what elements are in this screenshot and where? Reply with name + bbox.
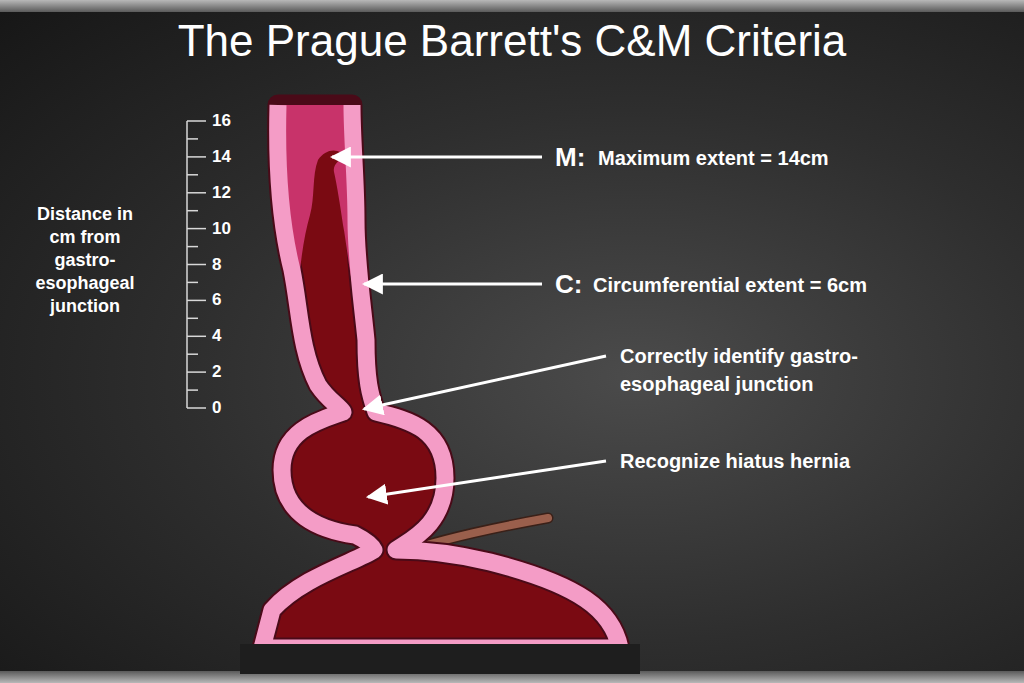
esophagus-outline [262, 105, 620, 648]
scale-number: 14 [212, 147, 246, 167]
leader-arrow [368, 461, 606, 497]
callout-text: Circumferential extent = 6cm [593, 273, 867, 297]
callout-text: Recognize hiatus hernia [620, 449, 850, 473]
scale-number: 4 [212, 326, 246, 346]
leader-arrow [364, 356, 606, 409]
top-band [0, 0, 1024, 12]
scale-number: 10 [212, 219, 246, 239]
callout-text: Correctly identify gastro- esophageal ju… [620, 342, 940, 398]
scale-number: 8 [212, 255, 246, 275]
ruler [187, 121, 206, 408]
callout-text: Maximum extent = 14cm [598, 146, 829, 170]
scale-number: 2 [212, 362, 246, 382]
page-title: The Prague Barrett's C&M Criteria [0, 14, 1024, 68]
callout-letter: C: [555, 269, 582, 299]
scale-number: 6 [212, 290, 246, 310]
scale-number: 0 [212, 398, 246, 418]
esophagus-wall [262, 105, 620, 648]
axis-title: Distance in cm from gastro- esophageal j… [25, 203, 145, 318]
scale-number: 16 [212, 111, 246, 131]
bottom-cover [240, 644, 640, 674]
scale-number: 12 [212, 183, 246, 203]
callout-letter: M: [555, 142, 585, 172]
leader-arrow [364, 283, 542, 286]
leader-arrow [332, 156, 542, 159]
